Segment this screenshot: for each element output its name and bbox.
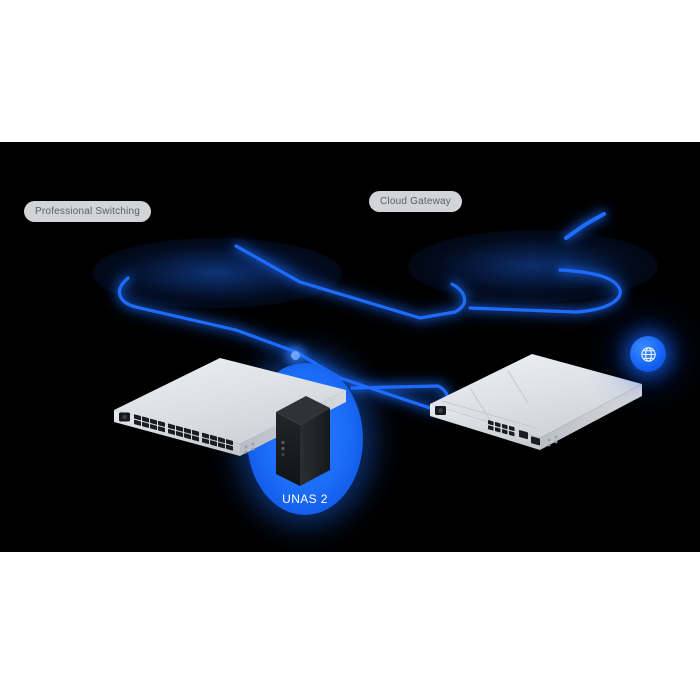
unas-device-label: UNAS 2 (282, 492, 328, 506)
label-professional-switching[interactable]: Professional Switching (24, 201, 152, 222)
cable-switch-to-unas (117, 276, 298, 354)
cable-connector-node (291, 351, 300, 360)
label-cloud-gateway[interactable]: Cloud Gateway (369, 191, 462, 212)
device-cloud-gateway[interactable] (410, 340, 650, 450)
device-unas-2[interactable] (272, 394, 334, 492)
network-diagram-canvas: UNAS 2 Professional Switching Cloud Gate… (0, 142, 700, 552)
cable-gateway-to-internet (564, 212, 606, 240)
globe-icon[interactable] (630, 336, 666, 372)
cable-switch-to-gateway (234, 244, 466, 320)
cable-gateway-loop (468, 268, 622, 314)
